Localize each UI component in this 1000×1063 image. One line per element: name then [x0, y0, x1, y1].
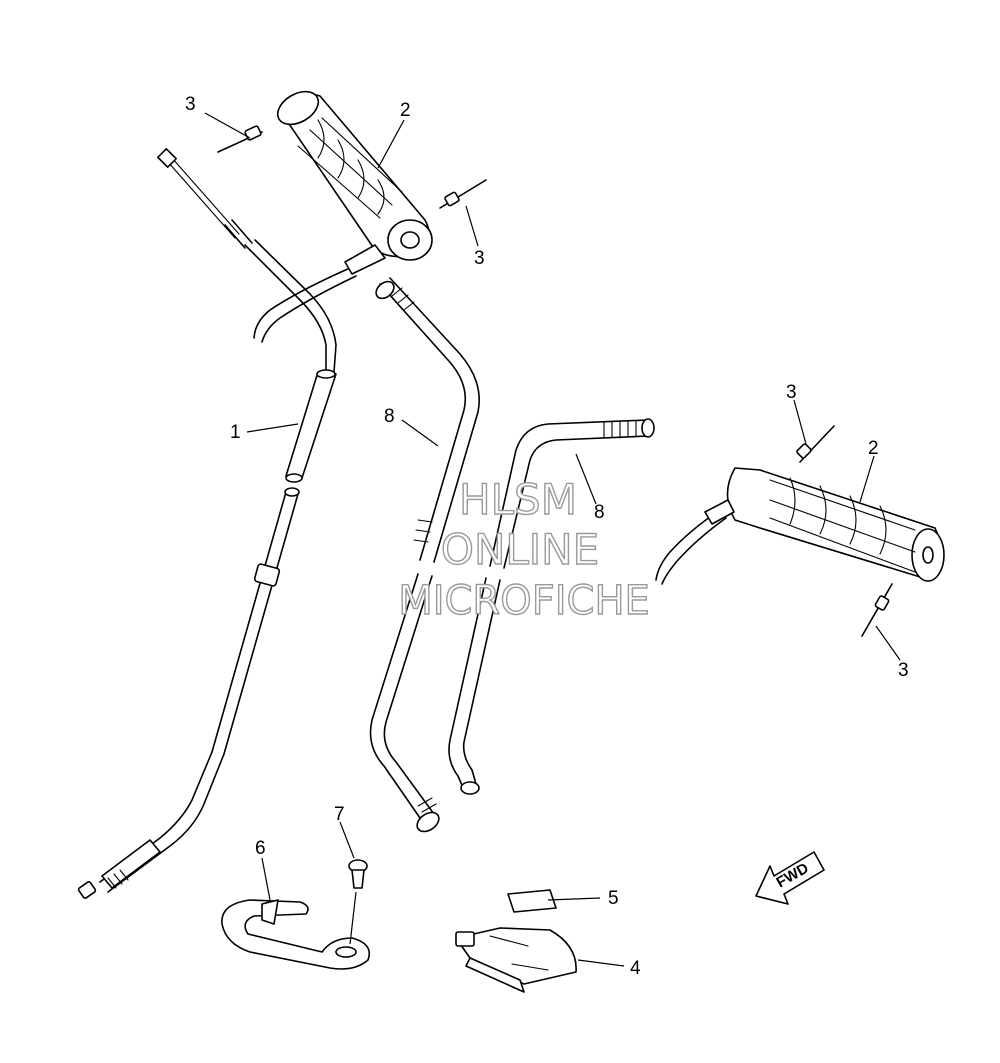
rivet-pin-right-upper [796, 425, 835, 463]
callout-3-right-lower: 3 [898, 660, 909, 681]
rivet-pin-left-upper [217, 125, 263, 153]
throttle-cable-upper-run [253, 267, 357, 343]
callout-8-left: 8 [384, 406, 395, 427]
callout-6: 6 [255, 838, 266, 859]
screw [348, 859, 368, 945]
watermark: HLSM ONLINE MICROFICHE [397, 474, 650, 624]
rubber-pad [507, 889, 557, 913]
callout-1: 1 [230, 422, 241, 443]
callout-2-left: 2 [400, 100, 411, 121]
callout-3-left-lower: 3 [474, 248, 485, 269]
callout-3-right-upper: 3 [786, 382, 797, 403]
forward-arrow-icon: FWD [755, 851, 825, 905]
throttle-cable [77, 148, 337, 899]
leader-lines [204, 112, 901, 967]
grip-left [276, 90, 433, 275]
watermark-line-2: ONLINE [441, 525, 599, 574]
watermark-line-3: MICROFICHE [398, 578, 650, 624]
grip-right [655, 467, 945, 585]
rivet-pin-right-lower [861, 583, 893, 637]
callout-3-left-upper: 3 [185, 94, 196, 115]
handlebar-left-pipe [369, 277, 480, 833]
cable-holder [455, 927, 577, 993]
rivet-pin-left-lower [439, 179, 487, 209]
callout-2-right: 2 [868, 438, 879, 459]
callout-4: 4 [630, 958, 641, 979]
handlebar-right-pipe [448, 418, 655, 795]
watermark-line-1: HLSM [459, 475, 577, 524]
callout-labels: 1 2 2 3 3 3 3 4 5 6 7 8 8 [185, 94, 909, 979]
callout-5: 5 [608, 888, 619, 909]
callout-8-right: 8 [594, 502, 605, 523]
callout-7: 7 [334, 804, 345, 825]
bracket-plate [221, 899, 371, 970]
